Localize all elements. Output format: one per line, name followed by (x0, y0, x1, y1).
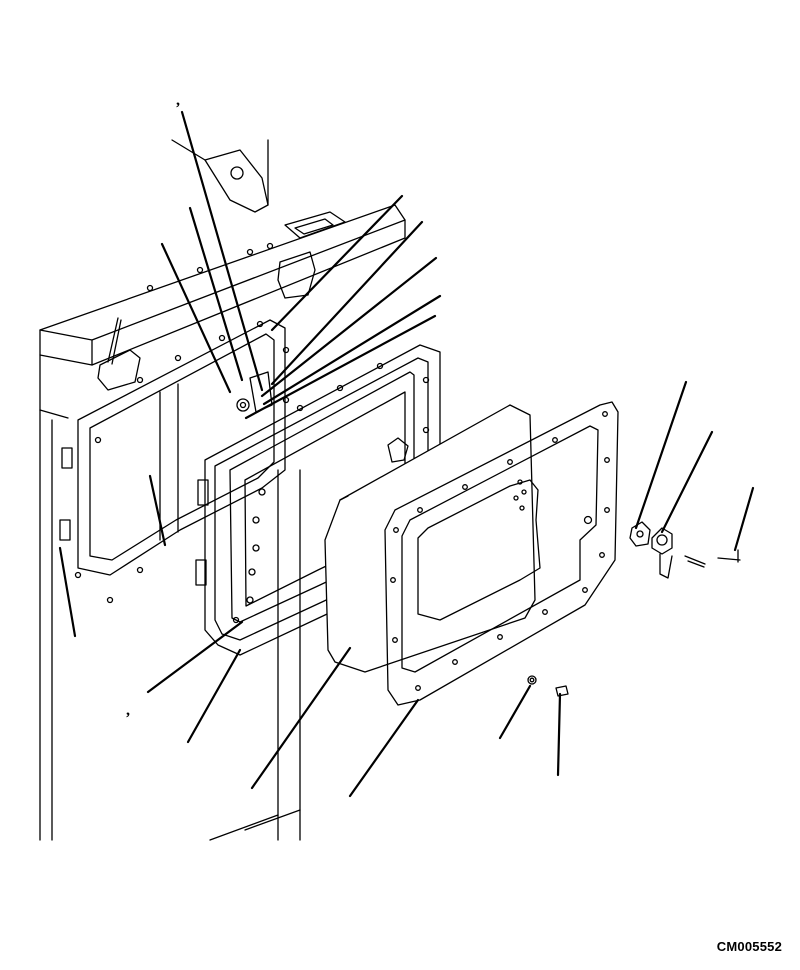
leader-line (634, 380, 688, 530)
leader-line (250, 646, 352, 790)
handle-parts (527, 521, 741, 697)
leader-line (262, 294, 442, 406)
top-mark: , (176, 92, 180, 109)
leader-line (180, 110, 264, 392)
figure-id: CM005552 (716, 939, 782, 954)
leader-line (733, 486, 755, 552)
glass-panel (324, 404, 536, 673)
cab-structure (39, 139, 406, 841)
leader-line (260, 256, 438, 398)
leader-line (146, 620, 244, 694)
gasket-frame (384, 401, 619, 706)
leader-line (186, 648, 242, 744)
leader-line (270, 194, 404, 332)
leader-line (348, 698, 420, 798)
leader-line (160, 242, 232, 394)
gasket-bolts (390, 411, 610, 691)
leader-line (498, 684, 532, 740)
leader-lines (58, 110, 755, 798)
leader-line (556, 692, 562, 777)
leader-line (58, 546, 77, 638)
leader-line (148, 474, 167, 547)
leader-line (270, 220, 424, 386)
cab-bolts (74, 242, 290, 604)
leader-line (188, 206, 244, 382)
leader-line (244, 314, 437, 420)
leader-line (660, 430, 714, 534)
bottom-left-mark: , (126, 702, 130, 719)
